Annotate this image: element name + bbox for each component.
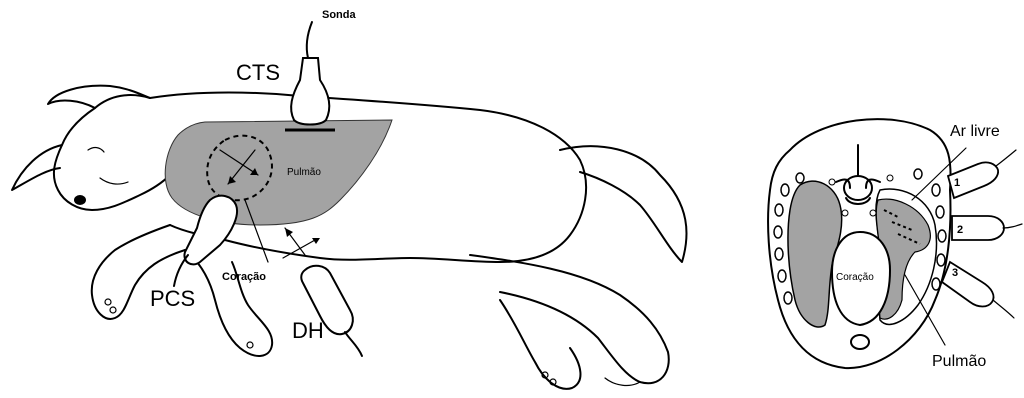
probe-cts <box>285 22 335 130</box>
site-pcs-label: PCS <box>150 286 195 311</box>
dog-tail <box>560 146 687 262</box>
probe-label: Sonda <box>322 9 356 21</box>
dog-lung-label: Pulmão <box>287 167 321 178</box>
dog-head <box>54 95 170 210</box>
spine <box>836 145 880 204</box>
dog-front-leg-lower <box>185 250 272 356</box>
dog-heart-label: Coração <box>222 271 266 283</box>
probe-number-3: 3 <box>952 267 958 279</box>
probe-1 <box>948 150 1016 198</box>
dog-second-hind-foot <box>500 300 580 389</box>
site-dh-label: DH <box>292 318 324 343</box>
probe-number-1: 1 <box>954 177 960 189</box>
free-air-label: Ar livre <box>950 123 1000 140</box>
site-cts-label: CTS <box>236 60 280 85</box>
probe-number-2: 2 <box>957 224 963 236</box>
dog-hind-leg <box>470 255 669 383</box>
cross-section-lung-label: Pulmão <box>932 353 986 370</box>
cross-section-heart-label: Coração <box>836 272 874 283</box>
cross-section: Coração <box>768 119 1022 370</box>
dog-lung-region <box>165 120 392 225</box>
